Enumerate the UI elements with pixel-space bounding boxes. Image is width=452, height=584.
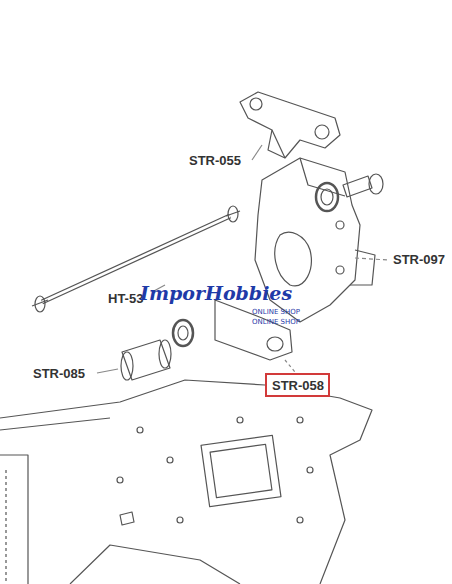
- watermark: ONLINE SHOP: [252, 308, 300, 316]
- part-number: STR-085: [30, 365, 88, 383]
- part-number: STR-055: [186, 152, 244, 170]
- watermark: ONLINE SHOP: [252, 318, 300, 326]
- part-number: STR-097: [390, 251, 448, 269]
- highlight-box: STR-058: [265, 373, 330, 397]
- watermark: ImporHobbies: [140, 282, 292, 304]
- part-number: STR-058: [272, 378, 323, 394]
